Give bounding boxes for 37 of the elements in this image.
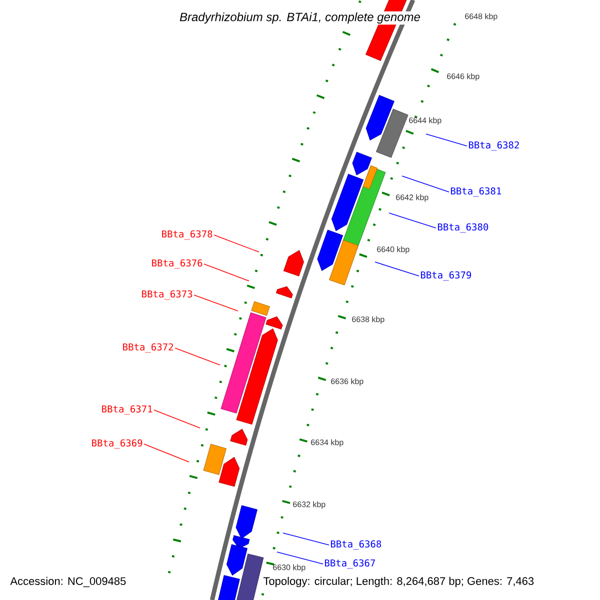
gene-label: BBta_6376 bbox=[152, 259, 202, 269]
leader-line bbox=[388, 212, 436, 228]
leader-line bbox=[194, 294, 238, 312]
gene-label: BBta_6378 bbox=[162, 230, 212, 240]
scale-label: 6634 kbp bbox=[311, 439, 344, 447]
leader-line bbox=[144, 444, 190, 462]
info-text: Accession: NC_009485 bbox=[9, 576, 128, 588]
leader-line bbox=[374, 262, 420, 276]
leader-line bbox=[402, 176, 450, 192]
leader-line bbox=[154, 410, 200, 428]
gene-label: BBta_6373 bbox=[142, 290, 192, 300]
leader-line bbox=[204, 264, 250, 282]
scale-label: 6638 kbp bbox=[352, 316, 384, 324]
leader-line bbox=[214, 234, 260, 252]
gene-label: BBta_6380 bbox=[438, 223, 488, 233]
gene-label: BBta_6371 bbox=[102, 405, 152, 415]
gene-label: BBta_6381 bbox=[450, 187, 502, 197]
gene-label: BBta_6379 bbox=[420, 271, 472, 281]
gene-label: BBta_6372 bbox=[123, 343, 173, 353]
leader-line bbox=[276, 552, 324, 564]
scale-label: 6640 kbp bbox=[377, 246, 410, 254]
scale-label: 6636 kbp bbox=[331, 378, 364, 386]
info-text: Topology: circular; Length: 8,264,687 bp; Genes: 7,463 bbox=[262, 576, 536, 588]
gene-label: BBta_6367 bbox=[324, 559, 375, 569]
gene-label: BBta_6369 bbox=[92, 439, 142, 449]
gene-label: BBta_6382 bbox=[468, 141, 519, 151]
leader-line bbox=[174, 348, 220, 366]
scale-label: 6630 kbp bbox=[273, 564, 306, 572]
scale-label: 6644 kbp bbox=[409, 117, 442, 125]
title: Bradyrhizobium sp. BTAi1, complete genome bbox=[178, 11, 422, 25]
scale-label: 6632 kbp bbox=[293, 501, 326, 509]
leader-line bbox=[426, 134, 468, 146]
scale-label: 6646 kbp bbox=[447, 73, 480, 81]
scale-label: 6642 kbp bbox=[396, 194, 428, 202]
scale-label: 6648 kbp bbox=[465, 13, 498, 21]
gene-label: BBta_6368 bbox=[330, 540, 382, 550]
leader-line bbox=[282, 532, 330, 546]
